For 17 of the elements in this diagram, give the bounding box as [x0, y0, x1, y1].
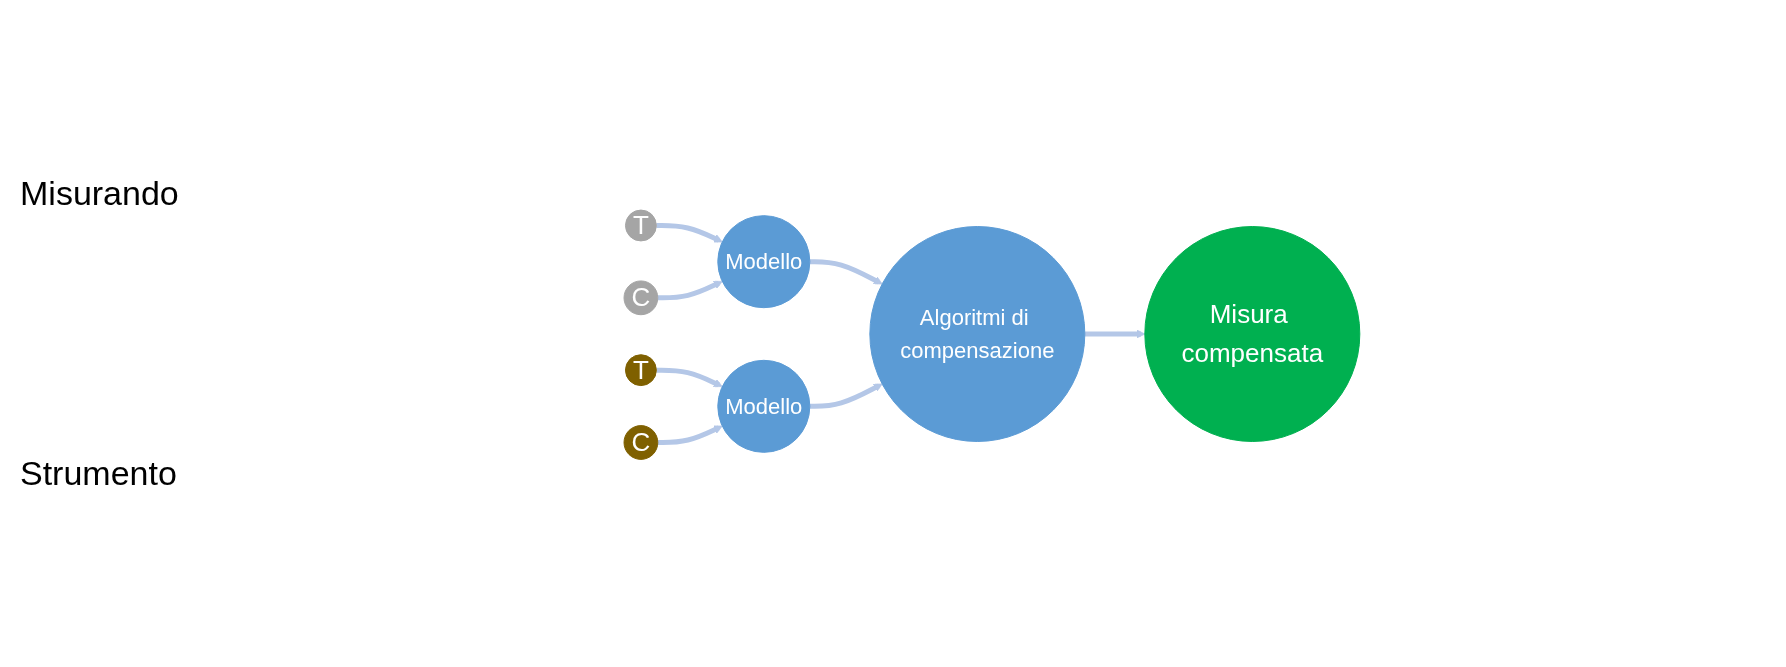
node-circle: Modello [717, 359, 811, 453]
arrow [1085, 329, 1146, 338]
row-label: Strumento [20, 454, 178, 493]
node-circle: T [625, 353, 658, 386]
arrow [658, 425, 724, 445]
node-circle: Algoritmi di compensazione [869, 225, 1086, 442]
node-circle: Modello [717, 214, 811, 308]
row-label: Misurando [20, 174, 179, 213]
node-circle: Misura compensata [1144, 225, 1361, 442]
arrow [656, 222, 724, 242]
arrow [810, 258, 884, 284]
node-circle: C [623, 424, 659, 460]
arrow [658, 280, 724, 300]
arrow [810, 383, 884, 409]
node-circle: T [625, 209, 658, 241]
arrow [656, 367, 724, 387]
node-circle: C [623, 279, 659, 315]
